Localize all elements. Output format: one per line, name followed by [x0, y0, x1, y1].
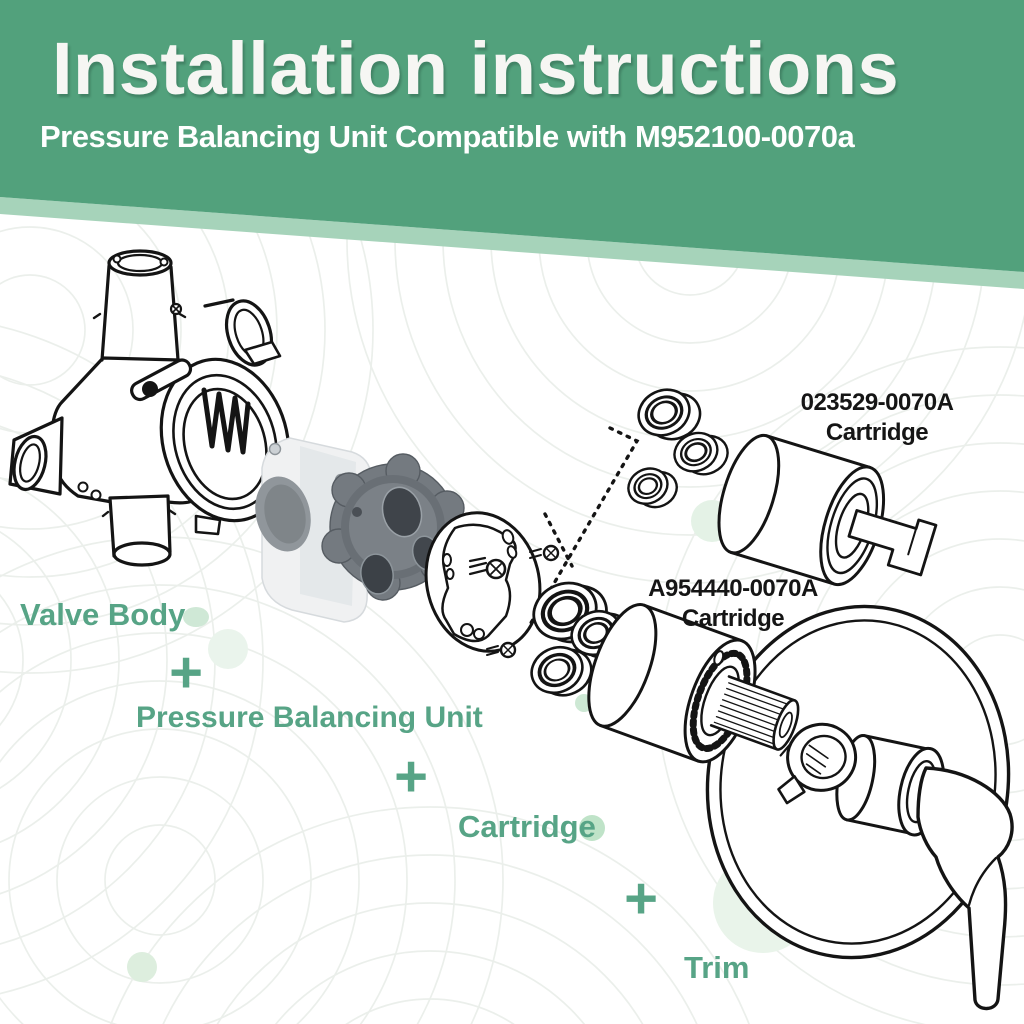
callout-cartridge-a954440: A954440-0070A Cartridge — [603, 574, 863, 634]
page-title: Installation instructions — [52, 27, 900, 110]
part-type: Cartridge — [825, 419, 929, 446]
mounting-plate-line-drawing — [424, 511, 542, 653]
label-pressure-balancing-unit: Pressure Balancing Unit — [136, 701, 483, 734]
plus-icon: + — [394, 744, 428, 809]
mounting-screws — [468, 544, 560, 659]
retaining-clip-line-drawing — [777, 722, 858, 805]
callout-cartridge-023529: 023529-0070A Cartridge — [747, 388, 1007, 448]
label-valve-body: Valve Body — [20, 597, 186, 632]
valve-body-line-drawing — [8, 249, 291, 567]
plus-icon: + — [624, 866, 658, 931]
cartridge-023529-line-drawing — [717, 433, 938, 587]
trim-handle-line-drawing — [916, 766, 1014, 1011]
page-subtitle: Pressure Balancing Unit Compatible with … — [40, 119, 855, 154]
part-number: A954440-0070A — [648, 575, 818, 602]
part-type: Cartridge — [681, 605, 785, 632]
label-cartridge: Cartridge — [458, 809, 596, 844]
small-o-rings — [627, 388, 729, 509]
plus-icon: + — [169, 640, 203, 705]
part-number: 023529-0070A — [800, 389, 954, 416]
cartridge-a954440-line-drawing — [587, 603, 800, 764]
label-trim: Trim — [684, 950, 750, 985]
dotted-leader-lines — [526, 426, 640, 630]
